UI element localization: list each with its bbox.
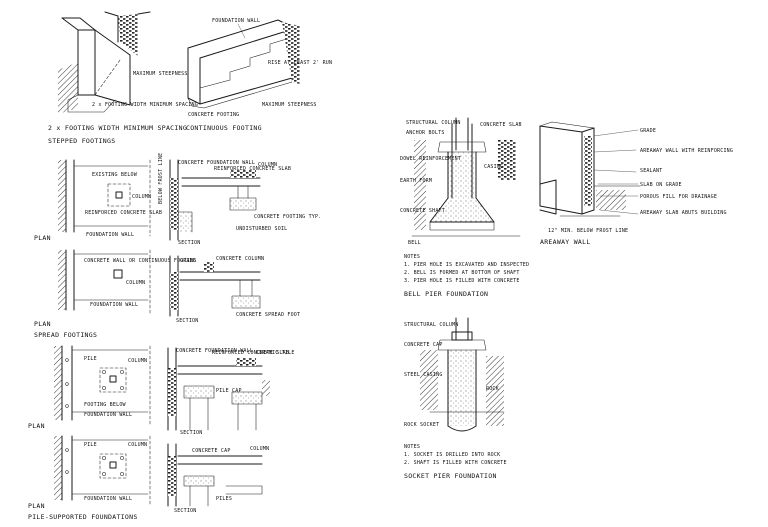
bell-note-3: 3. PIER HOLE IS FILLED WITH CONCRETE	[404, 278, 520, 284]
caption-socket-pier: SOCKET PIER FOUNDATION	[404, 472, 497, 480]
label-max-steepness: MAXIMUM STEEPNESS	[133, 71, 188, 77]
spread-footing-section-1: CONCRETE FOUNDATION WALL REINFORCED CONC…	[158, 153, 321, 246]
label-reinforced-slab-pile: REINFORCED CONCRETE SLAB	[212, 350, 289, 356]
label-existing-below: EXISTING BELOW	[92, 172, 138, 178]
label-foundation-wall-pile-1: FOUNDATION WALL	[84, 412, 132, 418]
label-column-pile-2: COLUMN	[128, 442, 147, 448]
label-concrete-footing-typ: CONCRETE FOOTING TYP.	[254, 214, 321, 220]
label-steel-casing: STEEL CASING	[404, 372, 443, 378]
caption-stepped-footings: STEPPED FOOTINGS	[48, 137, 115, 145]
label-concrete-shaft: CONCRETE SHAFT	[400, 208, 445, 214]
label-concrete-footing: CONCRETE FOOTING	[188, 112, 239, 118]
label-socket-concrete-cap: CONCRETE CAP	[404, 342, 443, 348]
label-plan-2: PLAN	[34, 320, 51, 328]
label-max-steepness-2: MAXIMUM STEEPNESS	[262, 102, 317, 108]
label-sealant: SEALANT	[640, 168, 662, 174]
label-casing: CASING	[484, 164, 503, 170]
caption-continuous-footing: CONTINUOUS FOOTING	[186, 124, 262, 132]
label-column-pile-3: COLUMN	[250, 446, 269, 452]
label-rock-socket: ROCK SOCKET	[404, 422, 439, 428]
label-piles: PILES	[216, 496, 232, 502]
label-concrete-cap: CONCRETE CAP	[192, 448, 231, 454]
socket-notes-title: NOTES	[404, 444, 420, 450]
socket-pier-detail: STRUCTURAL COLUMN CONCRETE CAP STEEL CAS…	[404, 317, 507, 480]
label-plan-pile-2: PLAN	[28, 502, 45, 510]
label-foundation-wall-top: FOUNDATION WALL	[212, 18, 260, 24]
label-dowel-reinforcement: DOWEL REINFORCEMENT	[400, 156, 461, 162]
stepped-footing-detail-2: FOUNDATION WALL RISE AT LEAST 2' RUN CON…	[187, 18, 332, 118]
label-concrete-slab: CONCRETE SLAB	[480, 122, 522, 128]
label-section-2: SECTION	[176, 318, 198, 324]
caption-areaway-wall: AREAWAY WALL	[540, 238, 591, 246]
label-concrete-wall-continuous: CONCRETE WALL OR CONTINUOUS FOOTING	[84, 258, 196, 264]
bell-pier-detail: STRUCTURAL COLUMN CONCRETE SLAB ANCHOR B…	[400, 117, 529, 298]
caption-pile-foundations: PILE-SUPPORTED FOUNDATIONS	[28, 513, 138, 521]
label-grade: GRADE	[180, 258, 196, 264]
label-areaway-grade: GRADE	[640, 128, 656, 134]
label-anchor-bolts: ANCHOR BOLTS	[406, 130, 445, 136]
spread-footing-section-2: GRADE CONCRETE COLUMN CONCRETE SPREAD FO…	[169, 255, 300, 324]
label-column-2: COLUMN	[258, 162, 277, 168]
caption-footing-spacing: 2 x FOOTING WIDTH MINIMUM SPACING	[48, 124, 187, 132]
label-rise-over-run: RISE AT LEAST 2' RUN	[268, 60, 332, 66]
label-column-3: COLUMN	[126, 280, 145, 286]
label-reinforced-slab: REINFORCED CONCRETE SLAB	[85, 210, 162, 216]
bell-note-1: 1. PIER HOLE IS EXCAVATED AND INSPECTED	[404, 262, 529, 268]
label-concrete-foundation-pile: CONCRETE FOUNDATION WALL	[176, 348, 253, 354]
label-reinforced-slab-2: REINFORCED CONCRETE SLAB	[214, 166, 291, 172]
label-foundation-wall-1: FOUNDATION WALL	[86, 232, 134, 238]
pile-section-2: CONCRETE CAP COLUMN PILES SECTION	[167, 443, 269, 514]
socket-note-1: 1. SOCKET IS DRILLED INTO ROCK	[404, 452, 500, 458]
label-concrete-foundation-wall: CONCRETE FOUNDATION WALL	[178, 160, 255, 166]
label-slab-on-grade: SLAB ON GRADE	[640, 182, 682, 188]
label-areaway-wall-reinforcing: AREAWAY WALL WITH REINFORCING	[640, 148, 733, 154]
label-section-pile-2: SECTION	[174, 508, 196, 514]
label-footing-width: 2 x FOOTING WIDTH MINIMUM SPACING	[92, 102, 198, 108]
pile-plan-2: PILE COLUMN FOUNDATION WALL PLAN PILE-SU…	[28, 435, 151, 521]
label-plan-pile-1: PLAN	[28, 422, 45, 430]
label-undisturbed-soil: UNDISTURBED SOIL	[236, 226, 287, 232]
label-porous-fill: POROUS FILL FOR DRAINAGE	[640, 194, 717, 200]
label-below-frost: BELOW FROST LINE	[158, 153, 164, 204]
label-structural-column: STRUCTURAL COLUMN	[406, 120, 461, 126]
pile-section-1: CONCRETE FOUNDATION WALL REINFORCED CONC…	[167, 347, 295, 436]
bell-notes-title: NOTES	[404, 254, 420, 260]
label-bell: BELL	[408, 240, 421, 246]
label-concrete-spread-foot: CONCRETE SPREAD FOOT	[236, 312, 300, 318]
label-plan-1: PLAN	[34, 234, 51, 242]
stepped-footing-detail-1: MAXIMUM STEEPNESS 2 x FOOTING WIDTH MINI…	[58, 11, 198, 114]
label-pile-1: PILE	[84, 356, 97, 362]
label-rock: ROCK	[486, 386, 499, 392]
label-section-1: SECTION	[178, 240, 200, 246]
label-foundation-wall-2: FOUNDATION WALL	[90, 302, 138, 308]
label-ceramic-tile: CERAMIC TILE	[256, 350, 295, 356]
label-pile-cap: PILE CAP	[216, 388, 242, 394]
label-foundation-wall-pile-2: FOUNDATION WALL	[84, 496, 132, 502]
pile-plan-1: PILE COLUMN FOOTING BELOW FOUNDATION WAL…	[28, 345, 151, 430]
socket-note-2: 2. SHAFT IS FILLED WITH CONCRETE	[404, 460, 507, 466]
caption-spread-footings: SPREAD FOOTINGS	[34, 331, 97, 339]
label-concrete-column: CONCRETE COLUMN	[216, 256, 264, 262]
label-frost-line: 12" MIN. BELOW FROST LINE	[548, 228, 628, 234]
label-column-pile-1: COLUMN	[128, 358, 147, 364]
label-section-pile-1: SECTION	[180, 430, 202, 436]
bell-note-2: 2. BELL IS FORMED AT BOTTOM OF SHAFT	[404, 270, 520, 276]
spread-footing-plan-2: CONCRETE WALL OR CONTINUOUS FOOTING COLU…	[34, 249, 196, 339]
label-column-1: COLUMN	[132, 194, 151, 200]
spread-footing-plan-1: EXISTING BELOW REINFORCED CONCRETE SLAB …	[34, 159, 162, 242]
label-socket-structural-column: STRUCTURAL COLUMN	[404, 322, 459, 328]
label-footing-below: FOOTING BELOW	[84, 402, 127, 408]
label-areaway-slab: AREAWAY SLAB ABUTS BUILDING	[640, 210, 727, 216]
caption-bell-pier: BELL PIER FOUNDATION	[404, 290, 488, 298]
label-pile-2: PILE	[84, 442, 97, 448]
label-earth-form: EARTH FORM	[400, 178, 432, 184]
areaway-wall-detail: GRADE AREAWAY WALL WITH REINFORCING SEAL…	[539, 121, 733, 246]
